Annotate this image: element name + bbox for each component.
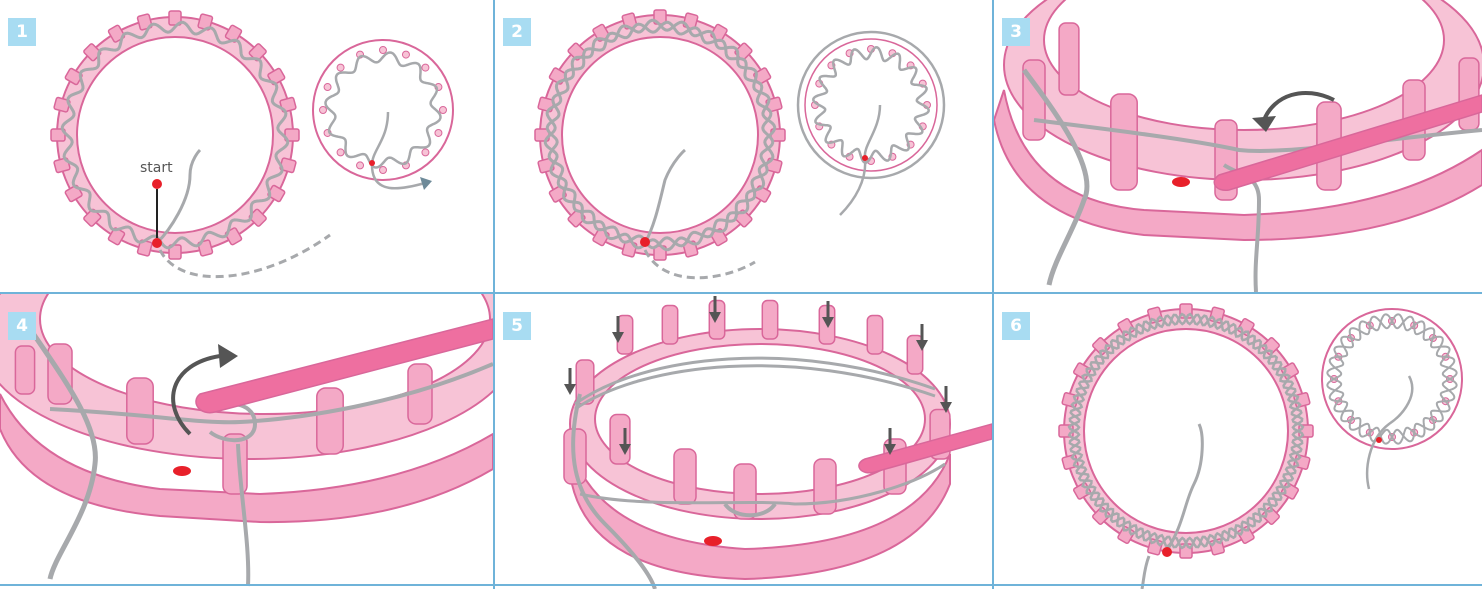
loom-peg: [223, 434, 247, 494]
loom-peg: [1111, 94, 1137, 190]
inset-diagram: [798, 32, 944, 215]
step-5-illustration: [495, 294, 992, 589]
divider-vertical-2: [992, 0, 994, 589]
loom-peg: [734, 464, 756, 519]
step-2-illustration: [495, 0, 992, 292]
step-panel-6: 6: [994, 294, 1482, 589]
step-number-badge: 1: [8, 18, 36, 46]
start-peg-marker: [640, 237, 650, 247]
step-number-badge: 3: [1002, 18, 1030, 46]
down-arrow-icon: [564, 384, 576, 395]
loom-marker: [1172, 177, 1190, 187]
step-3-illustration: [994, 0, 1482, 292]
divider-bottom: [0, 584, 1482, 586]
loom-peg: [709, 301, 724, 340]
step-panel-4: 4: [0, 294, 493, 589]
loom-top-view: [1059, 304, 1313, 558]
step-number-badge: 6: [1002, 312, 1030, 340]
loom-peg: [1059, 23, 1079, 95]
loom-peg: [317, 388, 343, 454]
step-4-illustration: [0, 294, 493, 589]
loom-peg: [1459, 58, 1479, 130]
loom-peg: [662, 306, 677, 345]
step-1-illustration: start: [0, 0, 493, 292]
loom-peg: [674, 449, 696, 504]
inset-diagram: [313, 40, 453, 190]
step-panel-3: 3: [994, 0, 1482, 292]
loom-peg: [15, 346, 34, 394]
step-number-badge: 2: [503, 18, 531, 46]
loom-marker: [173, 466, 191, 476]
loom-top-view: [535, 10, 785, 260]
step-panel-1: 1 start: [0, 0, 493, 292]
step-number-badge: 5: [503, 312, 531, 340]
start-peg-marker: [1162, 547, 1172, 557]
start-label: start: [140, 160, 173, 176]
step-panel-5: 5: [495, 294, 992, 589]
start-peg-marker: [152, 238, 162, 248]
loom-perspective: [564, 301, 950, 580]
loom-peg: [814, 459, 836, 514]
inset-diagram: [1322, 309, 1462, 489]
loom-peg: [762, 301, 777, 340]
loom-peg: [127, 378, 153, 444]
divider-horizontal: [0, 292, 1482, 294]
step-number-badge: 4: [8, 312, 36, 340]
loom-marker: [704, 536, 722, 546]
loom-peg: [867, 316, 882, 355]
step-6-illustration: [994, 294, 1482, 589]
start-marker: [152, 179, 162, 189]
divider-vertical-1: [493, 0, 495, 589]
step-panel-2: 2: [495, 0, 992, 292]
loom-peg: [610, 415, 630, 465]
